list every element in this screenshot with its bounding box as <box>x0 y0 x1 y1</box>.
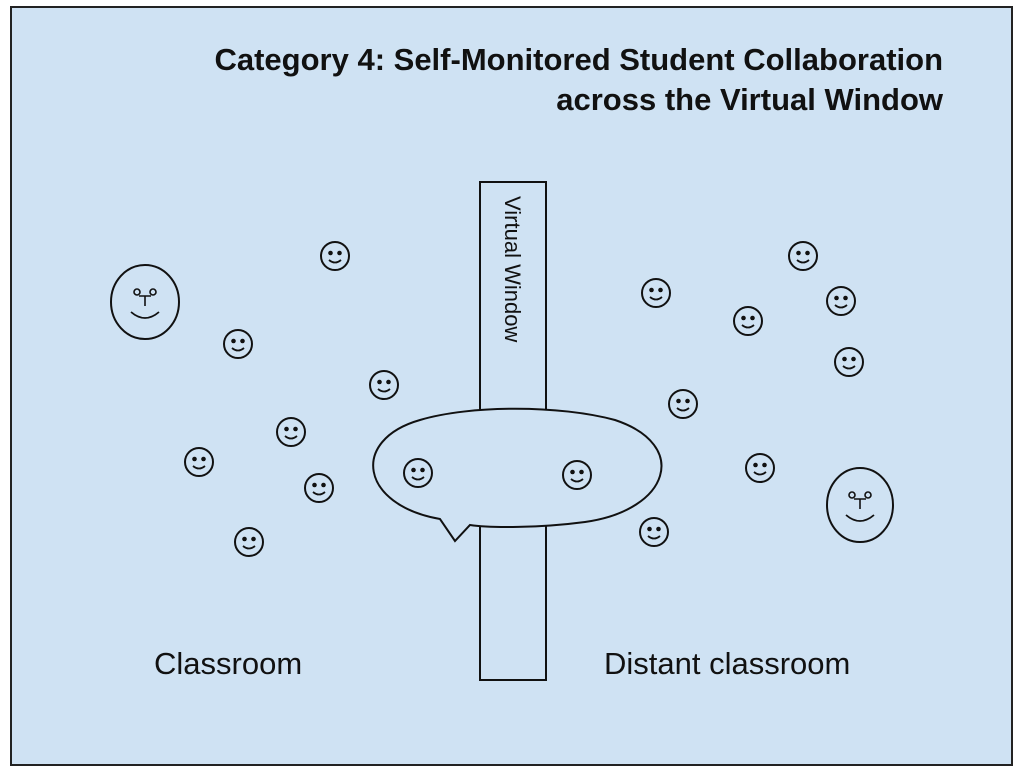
title-line-2: across the Virtual Window <box>556 82 943 117</box>
student-smiley-icon <box>276 417 306 447</box>
student-smiley-icon <box>403 458 433 488</box>
student-smiley-icon <box>834 347 864 377</box>
page-title: Category 4: Self-Monitored Student Colla… <box>43 40 943 120</box>
student-smiley-icon <box>562 460 592 490</box>
student-smiley-icon <box>320 241 350 271</box>
student-smiley-icon <box>234 527 264 557</box>
teacher-face-icon <box>110 264 180 340</box>
teacher-face-icon <box>826 467 894 543</box>
student-smiley-icon <box>745 453 775 483</box>
title-line-1: Category 4: Self-Monitored Student Colla… <box>214 42 943 77</box>
student-smiley-icon <box>639 517 669 547</box>
student-smiley-icon <box>369 370 399 400</box>
speech-bubble <box>372 407 663 543</box>
student-smiley-icon <box>223 329 253 359</box>
classroom-label: Classroom <box>154 646 303 681</box>
student-smiley-icon <box>304 473 334 503</box>
student-smiley-icon <box>184 447 214 477</box>
student-smiley-icon <box>641 278 671 308</box>
distant-classroom-label: Distant classroom <box>604 646 851 681</box>
faces-group <box>110 241 894 557</box>
student-smiley-icon <box>733 306 763 336</box>
student-smiley-icon <box>826 286 856 316</box>
student-smiley-icon <box>668 389 698 419</box>
virtual-window-label: Virtual Window <box>500 196 525 342</box>
student-smiley-icon <box>788 241 818 271</box>
